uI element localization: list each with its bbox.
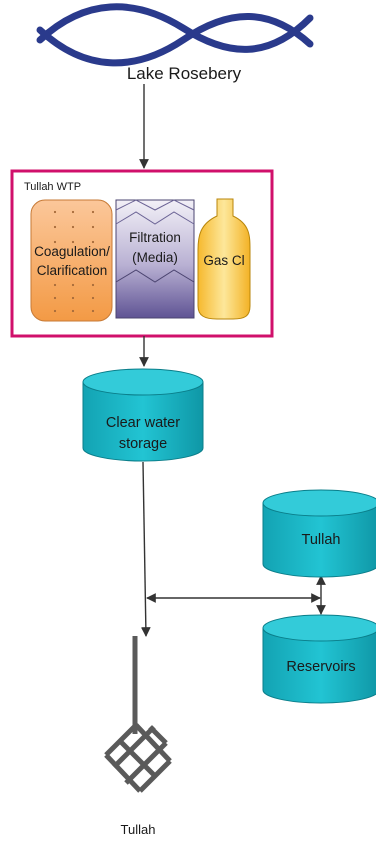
filter-label-line1: Filtration [129,230,181,245]
network-label: Tullah [121,822,156,837]
tullah-reservoir-label: Tullah [302,532,341,548]
clear-water-storage-tank [82,368,204,462]
reservoirs-tank [262,614,376,704]
clarifier-icon [30,199,113,322]
clarifier-label-line1: Coagulation/ [34,244,110,259]
storage-label-line1: Clear water [106,415,180,431]
storage-label-line2: storage [119,436,167,452]
reservoirs-label: Reservoirs [286,659,355,675]
water-waves-icon [36,3,314,67]
clarifier-label-line2: Clarification [37,263,108,278]
distribution-network-icon [104,636,172,793]
plant-title: Tullah WTP [24,181,81,193]
main-pipe [140,461,151,637]
source-label: Lake Rosebery [127,64,242,83]
filter-label-line2: (Media) [132,250,178,265]
filter-icon [115,199,195,319]
chlorine-cylinder-icon [197,198,251,320]
chlorine-label: Gas Cl [203,253,244,268]
tullah-reservoir-tank [262,489,376,578]
